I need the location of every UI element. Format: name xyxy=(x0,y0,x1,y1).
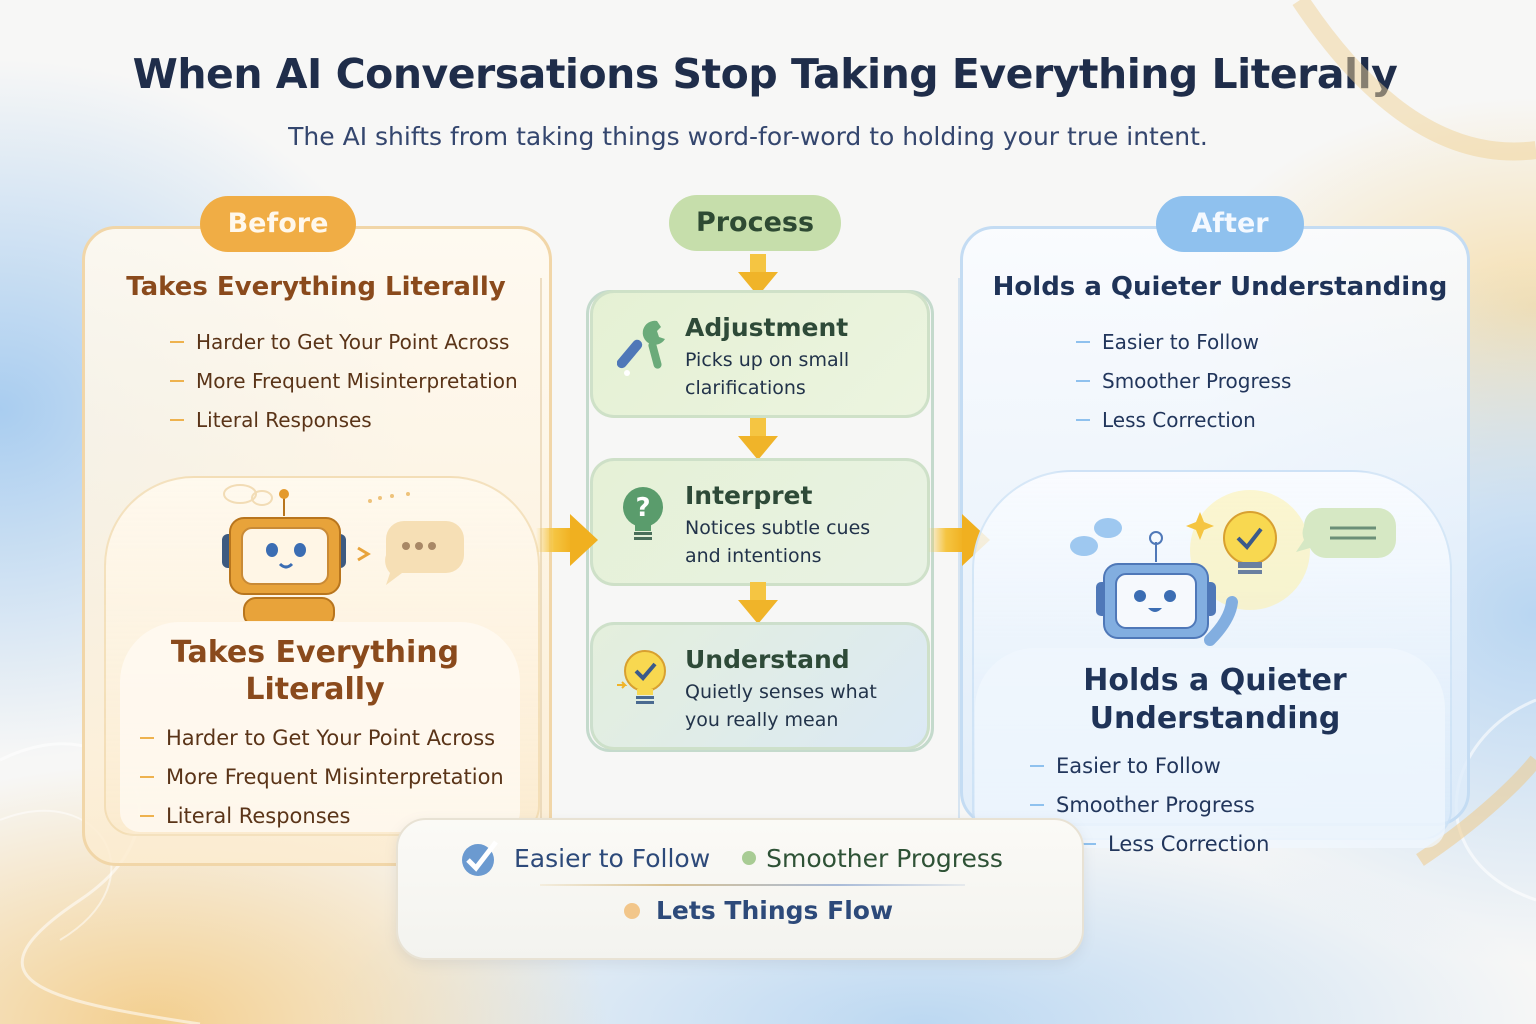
step-title: Understand xyxy=(685,645,850,674)
before-card-bullet-list: Harder to Get Your Point Across More Fre… xyxy=(140,718,504,835)
after-card-heading: Holds a Quieter Understanding xyxy=(1083,663,1347,736)
dash-icon xyxy=(1030,764,1044,767)
dash-icon xyxy=(140,775,154,778)
before-card-inner xyxy=(120,622,520,832)
bullet-item: More Frequent Misinterpretation xyxy=(170,361,518,400)
summary-item-flow: Lets Things Flow xyxy=(656,896,894,925)
orange-robot-icon xyxy=(222,484,464,621)
arrow-down-icon xyxy=(738,582,778,624)
bullet-item: Easier to Follow xyxy=(1076,322,1291,361)
checkmark-icon xyxy=(462,840,498,876)
summary-item-smoother: Smoother Progress xyxy=(766,843,1003,873)
svg-text:?: ? xyxy=(635,493,650,523)
process-step-understand: Understand Quietly senses what you reall… xyxy=(590,622,930,750)
summary-divider xyxy=(540,884,965,886)
process-step-interpret: ? Interpret Notices subtle cues and inte… xyxy=(590,458,930,586)
dash-icon xyxy=(140,814,154,817)
process-step-adjustment: Adjustment Picks up on small clarificati… xyxy=(590,290,930,418)
step-description: Notices subtle cues and intentions xyxy=(685,517,871,567)
dash-icon xyxy=(1076,418,1090,421)
after-bullet-list: Easier to Follow Smoother Progress Less … xyxy=(1076,322,1291,439)
bullet-item: Less Correction xyxy=(1082,824,1269,863)
dash-icon xyxy=(170,340,184,343)
check-bulb-icon xyxy=(617,650,666,704)
after-card-inner xyxy=(975,648,1445,848)
page-subtitle: The AI shifts from taking things word-fo… xyxy=(288,122,1208,151)
step-title: Interpret xyxy=(685,481,813,510)
before-label: Before xyxy=(200,196,356,252)
step-description: Picks up on small clarifications xyxy=(685,349,850,399)
question-bulb-icon: ? xyxy=(623,487,663,540)
dash-icon xyxy=(1076,379,1090,382)
bullet-item: More Frequent Misinterpretation xyxy=(140,757,504,796)
summary-row-top: Easier to Follow Smoother Progress xyxy=(460,838,1003,878)
after-label: After xyxy=(1156,196,1304,252)
blue-robot-icon xyxy=(1070,490,1396,646)
dash-icon xyxy=(170,418,184,421)
after-heading: Holds a Quieter Understanding xyxy=(992,272,1448,302)
wrench-icon xyxy=(617,320,665,376)
summary-box xyxy=(396,818,1084,960)
arrow-right-icon xyxy=(536,514,598,566)
bullet-item: Harder to Get Your Point Across xyxy=(140,718,504,757)
step-description: Quietly senses what you really mean xyxy=(685,681,877,731)
before-heading: Takes Everything Literally xyxy=(126,272,506,302)
arrow-down-icon xyxy=(738,254,778,296)
dash-icon xyxy=(1082,842,1096,845)
step-title: Adjustment xyxy=(685,313,849,342)
dash-icon xyxy=(1076,340,1090,343)
summary-row-bottom: Lets Things Flow xyxy=(624,896,893,925)
dash-icon xyxy=(1030,803,1044,806)
before-card-heading: Takes Everything Literally xyxy=(170,635,460,707)
after-card-bullet-list: Easier to Follow Smoother Progress Less … xyxy=(1030,746,1269,863)
arrow-down-icon xyxy=(738,418,778,460)
page-title: When AI Conversations Stop Taking Everyt… xyxy=(132,50,1398,98)
dash-icon xyxy=(170,379,184,382)
green-dot-icon xyxy=(742,851,757,865)
bullet-item: Harder to Get Your Point Across xyxy=(170,322,518,361)
bullet-item: Easier to Follow xyxy=(1030,746,1269,785)
bullet-item: Less Correction xyxy=(1076,400,1291,439)
before-bullet-list: Harder to Get Your Point Across More Fre… xyxy=(170,322,518,439)
bullet-item: Smoother Progress xyxy=(1030,785,1269,824)
process-label: Process xyxy=(669,195,841,251)
bullet-item: Smoother Progress xyxy=(1076,361,1291,400)
bullet-item: Literal Responses xyxy=(140,796,504,835)
arrow-right-icon xyxy=(928,514,990,566)
orange-dot-icon xyxy=(624,902,640,919)
bullet-item: Literal Responses xyxy=(170,400,518,439)
summary-item-easier: Easier to Follow xyxy=(514,843,711,873)
dash-icon xyxy=(140,736,154,739)
